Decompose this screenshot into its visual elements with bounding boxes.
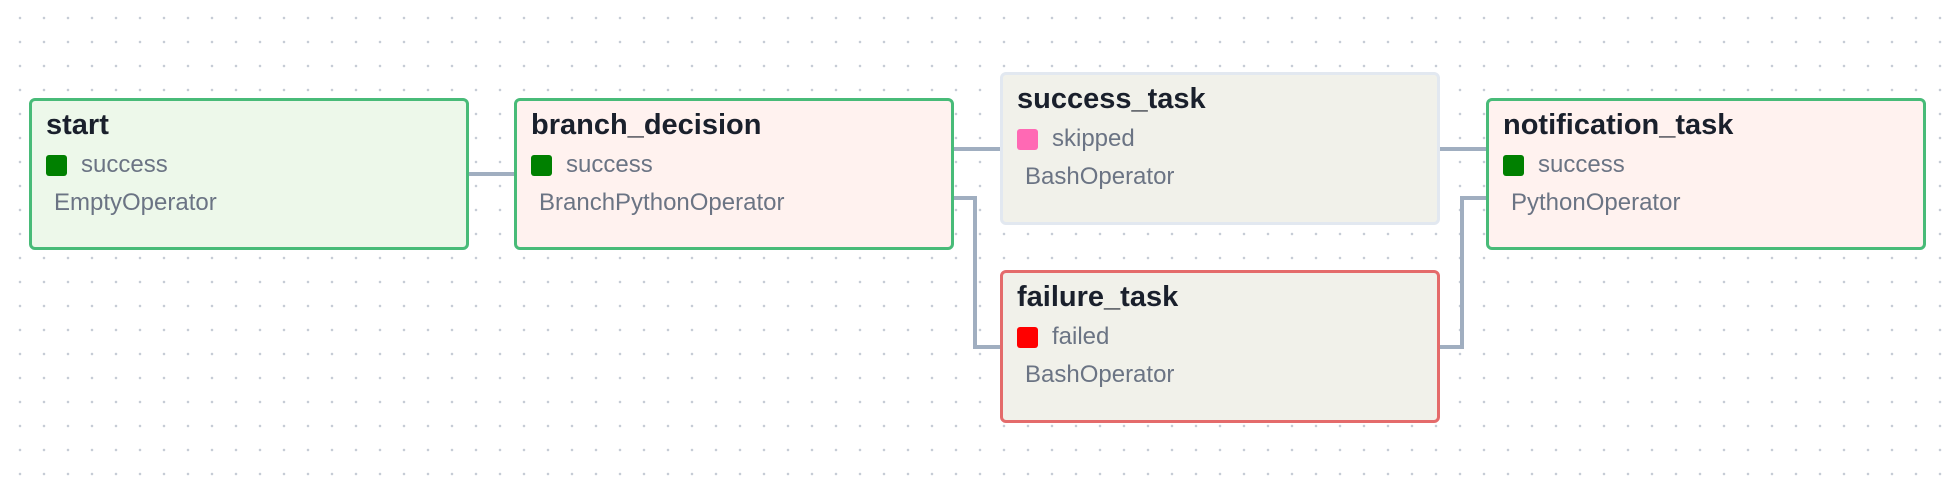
task-node-branch-decision[interactable]: branch_decision success BranchPythonOper… [514, 98, 954, 250]
task-title: branch_decision [531, 109, 762, 141]
task-node-start[interactable]: start success EmptyOperator [29, 98, 469, 250]
task-operator: BashOperator [1025, 361, 1175, 388]
status-success-icon [46, 154, 67, 176]
status-label: skipped [1052, 125, 1135, 152]
task-operator: BashOperator [1025, 163, 1175, 190]
task-node-notification-task[interactable]: notification_task success PythonOperator [1486, 98, 1926, 250]
task-title: start [46, 109, 109, 141]
status-label: success [81, 151, 168, 178]
task-title: failure_task [1017, 281, 1179, 313]
task-node-success-task[interactable]: success_task skipped BashOperator [1000, 72, 1440, 225]
task-status: success [1503, 151, 1625, 179]
task-title: notification_task [1503, 109, 1734, 141]
status-failed-icon [1017, 326, 1038, 348]
task-status: success [531, 151, 653, 179]
status-label: failed [1052, 323, 1110, 350]
status-label: success [1538, 151, 1625, 178]
task-operator: PythonOperator [1511, 189, 1681, 216]
edge-failure-task-to-notification-task [1440, 196, 1487, 349]
task-title: success_task [1017, 83, 1206, 115]
task-status: success [46, 151, 168, 179]
status-success-icon [531, 154, 552, 176]
status-skipped-icon [1017, 128, 1038, 150]
task-status: failed [1017, 323, 1109, 351]
status-label: success [566, 151, 653, 178]
task-node-failure-task[interactable]: failure_task failed BashOperator [1000, 270, 1440, 423]
task-operator: EmptyOperator [54, 189, 217, 216]
status-success-icon [1503, 154, 1524, 176]
task-status: skipped [1017, 125, 1135, 153]
task-operator: BranchPythonOperator [539, 189, 785, 216]
edge-branch-decision-to-failure-task [953, 196, 1000, 349]
